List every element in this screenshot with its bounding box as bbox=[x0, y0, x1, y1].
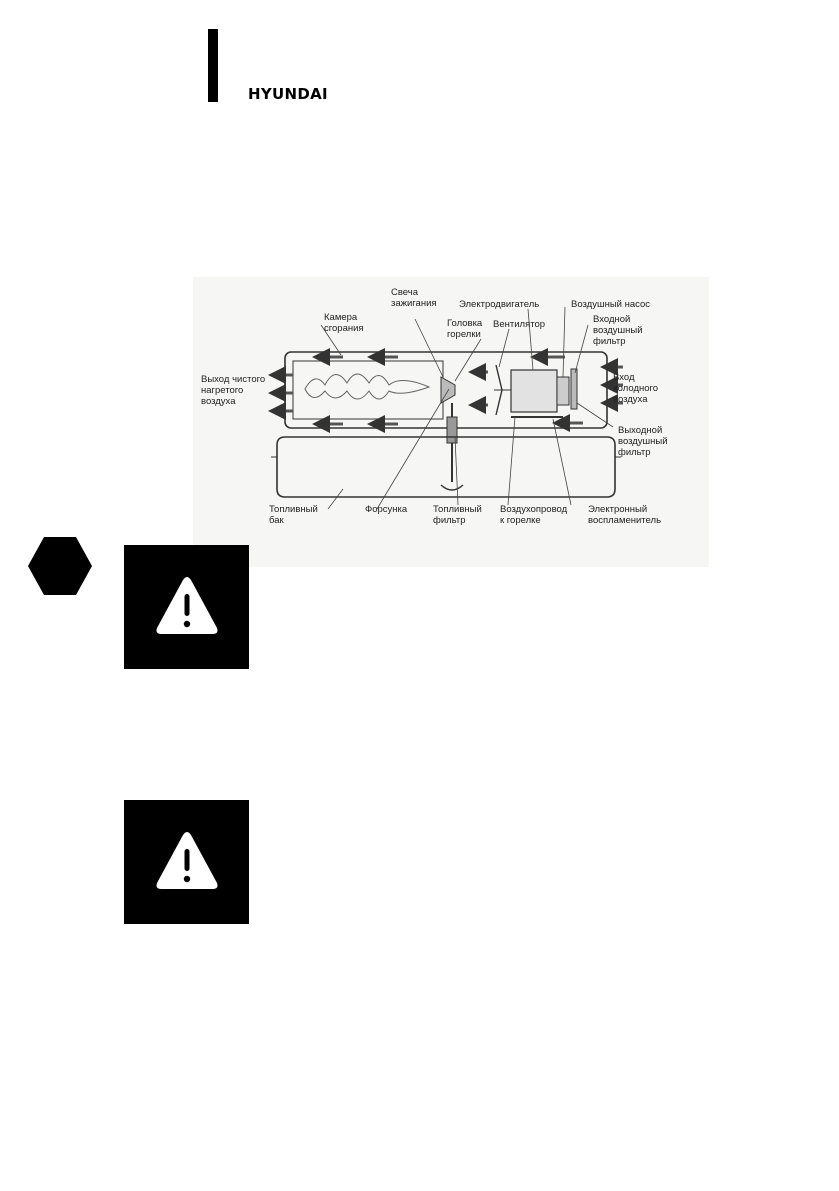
label-fuel-tank: Топливный бак bbox=[269, 504, 318, 526]
label-air-pump: Воздушный насос bbox=[571, 299, 651, 310]
label-fuel-filter: Топливный фильтр bbox=[433, 504, 482, 526]
label-cold-air-inlet: Вход холодного воздуха bbox=[613, 372, 659, 405]
warning-triangle-icon bbox=[156, 832, 218, 889]
label-motor: Электродвигатель bbox=[459, 299, 540, 310]
warning-box-2 bbox=[124, 800, 249, 924]
label-hot-air-outlet: Выход чистого нагретого воздуха bbox=[201, 374, 266, 407]
label-fan: Вентилятор bbox=[493, 319, 546, 330]
brand-accent-bar bbox=[208, 29, 218, 102]
warning-box-1 bbox=[124, 545, 249, 669]
label-nozzle: Форсунка bbox=[365, 504, 408, 515]
label-outlet-filter: Выходной воздушный фильтр bbox=[618, 425, 668, 458]
label-combustion-chamber: Камера сгорания bbox=[324, 312, 364, 334]
hexagon-icon bbox=[28, 537, 92, 595]
label-air-duct: Воздухопровод к горелке bbox=[500, 504, 568, 526]
label-burner-head: Головка горелки bbox=[447, 318, 483, 340]
heater-diagram: Свеча зажигания Камера сгорания Головка … bbox=[193, 277, 709, 567]
label-igniter: Электронный воспламенитель bbox=[588, 504, 662, 526]
label-spark-plug: Свеча зажигания bbox=[391, 287, 437, 309]
label-inlet-filter: Входной воздушный фильтр bbox=[593, 314, 643, 347]
brand-logo: HYUNDAI bbox=[248, 85, 328, 103]
warning-triangle-icon bbox=[156, 577, 218, 634]
heater-drawing bbox=[268, 306, 623, 510]
